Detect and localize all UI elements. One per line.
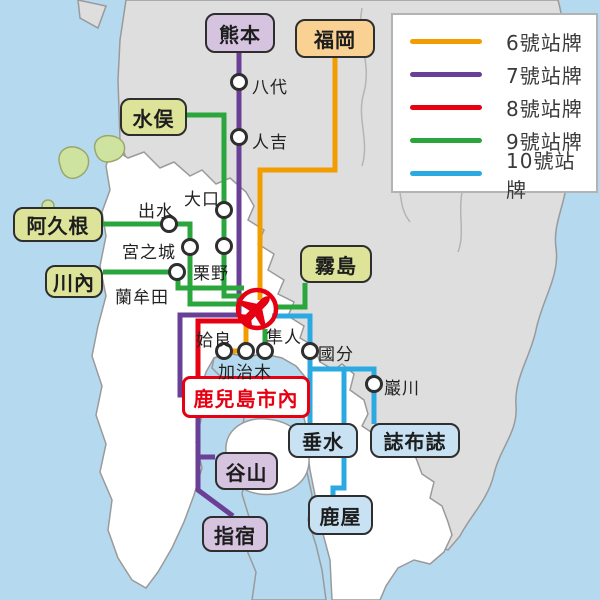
station-dot-izumi: [160, 215, 178, 233]
route-line-8: [195, 318, 248, 378]
station-label-iwagawa: 巖川: [384, 379, 420, 399]
terminus-box-tarumizu: 垂水: [288, 423, 358, 458]
route-line-10-shibushi: [310, 366, 377, 424]
station-dot-hitoyoshi: [230, 128, 248, 146]
airport-circle: [235, 287, 279, 331]
route-line-10-tarumizu: [272, 313, 313, 424]
station-dots: [160, 73, 383, 393]
route-9-swatch: [410, 138, 482, 143]
route-6-swatch: [410, 39, 482, 44]
terminus-box-shibushi: 誌布誌: [370, 423, 460, 458]
terminus-box-kanoya: 鹿屋: [308, 495, 373, 535]
station-dot-okuchi: [215, 201, 233, 219]
airplane-icon: [237, 296, 270, 329]
route-line-9-kirishima: [274, 283, 308, 310]
route-line-9-akune: [103, 221, 244, 307]
kagoshima-prefecture: [91, 146, 453, 600]
station-label-okuchi: 大口: [184, 190, 220, 210]
station-label-kajiki: 加治木: [218, 363, 272, 383]
station-dot-aira: [215, 342, 233, 360]
terminus-box-kagoshima-city: 鹿兒島市內: [182, 376, 310, 418]
station-label-ranmuta: 蘭牟田: [115, 288, 169, 308]
legend-label: 9號站牌: [506, 130, 583, 154]
terminus-box-kumamoto: 熊本: [205, 13, 275, 53]
station-label-kurino: 栗野: [193, 264, 229, 284]
station-label-izumi: 出水: [138, 202, 174, 222]
legend-item: 6號站牌: [393, 25, 596, 58]
station-label-hayato: 隼人: [266, 328, 302, 348]
station-label-miyanojo: 宮之城: [122, 243, 176, 263]
legend-item: 10號站牌: [393, 149, 596, 202]
legend-label: 7號站牌: [506, 64, 583, 88]
legend: 6號站牌 7號站牌 8號站牌 9號站牌 10號站牌: [391, 13, 598, 202]
legend-label: 6號站牌: [506, 31, 583, 55]
route-10-swatch: [410, 171, 482, 176]
terminus-box-akune: 阿久根: [13, 207, 103, 242]
terminus-box-ibusuki: 指宿: [202, 516, 268, 552]
station-label-yatsushiro: 八代: [252, 78, 288, 98]
legend-item: 8號站牌: [393, 91, 596, 124]
station-label-hitoyoshi: 人吉: [252, 133, 288, 153]
station-label-aira: 姶良: [196, 331, 232, 351]
route-7-swatch: [410, 72, 482, 77]
terminus-box-kirishima: 霧島: [300, 245, 372, 283]
legend-item: 9號站牌: [393, 124, 596, 157]
station-dot-yatsushiro: [230, 73, 248, 91]
station-label-kokubu: 國分: [318, 345, 354, 365]
station-dot-ranmuta: [168, 263, 186, 281]
legend-label: 10號站牌: [506, 148, 576, 202]
station-dot-kurino: [215, 237, 233, 255]
terminus-box-taniyama: 谷山: [215, 452, 278, 490]
station-dot-hayato: [256, 342, 274, 360]
airport-icon: [235, 287, 279, 331]
station-dot-kajiki: [237, 342, 255, 360]
legend-label: 8號站牌: [506, 97, 583, 121]
station-dot-miyanojo: [181, 238, 199, 256]
route-8-swatch: [410, 105, 482, 110]
route-line-6-fukuoka: [257, 57, 338, 300]
legend-item: 7號站牌: [393, 58, 596, 91]
station-dot-kokubu: [301, 342, 319, 360]
station-dot-iwagawa: [365, 375, 383, 393]
terminus-box-sendai: 川內: [45, 265, 103, 298]
islet-north: [77, 0, 107, 30]
terminus-box-minamata: 水俣: [120, 98, 187, 136]
terminus-box-fukuoka: 福岡: [295, 19, 375, 58]
